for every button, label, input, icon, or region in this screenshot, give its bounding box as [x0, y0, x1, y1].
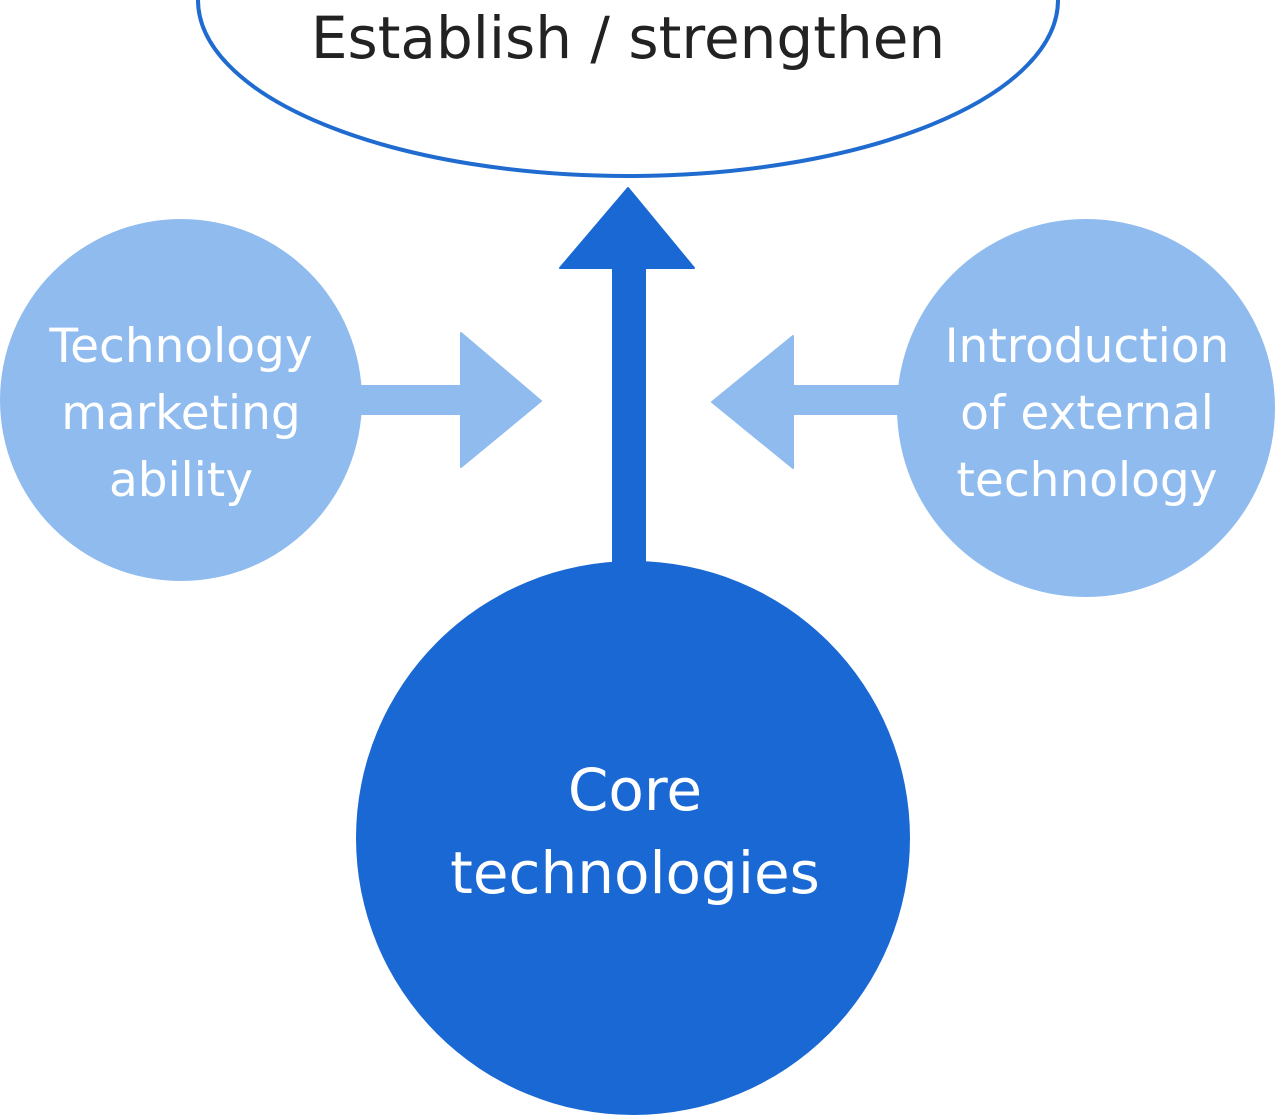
left-arrow-head [460, 332, 542, 468]
left-arrow-shaft [350, 385, 466, 415]
left-node: Technology marketing ability [0, 219, 362, 581]
up-arrow-shaft [612, 262, 646, 572]
left-arrow [350, 332, 542, 468]
goal-ellipse [196, 0, 1060, 178]
left-node-line-3: ability [109, 453, 253, 508]
right-arrow-shaft [788, 385, 910, 415]
right-arrow [711, 335, 910, 469]
right-node-circle [897, 219, 1275, 597]
up-arrow-head [559, 187, 695, 269]
right-node-line-1: Introduction [945, 319, 1230, 374]
goal-label: Establish / strengthen [311, 4, 945, 72]
left-node-line-2: marketing [61, 386, 300, 441]
right-node-line-3: technology [957, 453, 1218, 508]
right-node-line-2: of external [960, 386, 1214, 441]
core-node-line-2: technologies [450, 839, 820, 907]
left-node-circle [0, 219, 362, 581]
core-node-line-1: Core [568, 756, 702, 824]
right-arrow-head [711, 335, 794, 469]
left-node-line-1: Technology [48, 319, 312, 374]
right-node: Introduction of external technology [897, 219, 1275, 597]
up-arrow [559, 187, 695, 572]
core-node: Core technologies [356, 561, 910, 1115]
core-node-circle [356, 561, 910, 1115]
